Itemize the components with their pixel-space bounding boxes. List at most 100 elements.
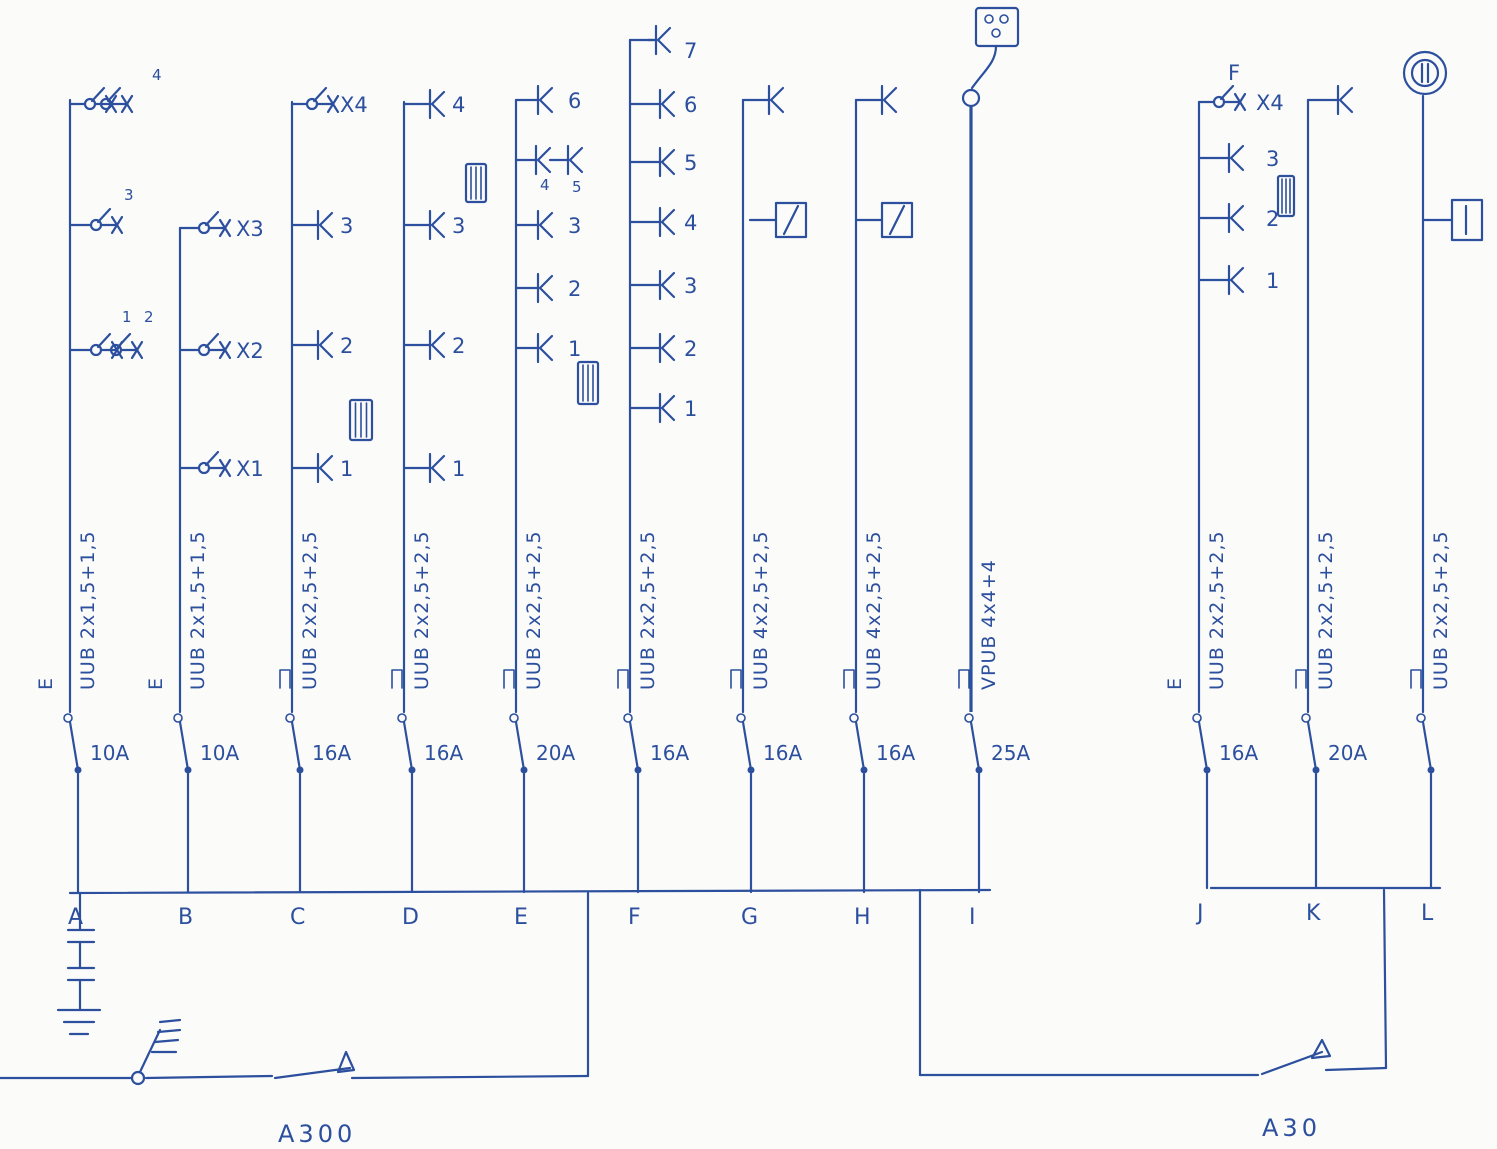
main-switch-lever — [138, 1028, 162, 1074]
loads-h — [854, 84, 914, 239]
boiler-icon — [576, 360, 600, 406]
socket-icon — [402, 452, 446, 484]
earth-mark: E — [35, 677, 57, 690]
cable-label: VPUB 4x4+4 — [978, 559, 1000, 690]
socket-arm — [660, 271, 676, 287]
breaker-terminal-icon — [520, 766, 528, 774]
item-number: F — [1228, 61, 1240, 85]
breaker-rating: 25A — [991, 741, 1030, 765]
breaker-terminal-icon — [63, 713, 73, 723]
bus-letter: H — [854, 905, 871, 930]
secondary-breaker-label: A30 — [1262, 1114, 1321, 1142]
socket-icon — [402, 88, 446, 120]
breaker-rating: 16A — [1219, 741, 1258, 765]
earth-mark: E — [1164, 677, 1186, 690]
breaker-rating: 20A — [536, 741, 575, 765]
breaker-terminal-icon — [1301, 713, 1311, 723]
breaker-terminal-icon — [736, 713, 746, 723]
socket-icon — [290, 209, 334, 241]
round-appliance-icon — [1402, 50, 1448, 96]
socket-arm — [430, 454, 446, 470]
socket-arm — [430, 211, 446, 227]
item-number: 2 — [452, 334, 465, 358]
socket-icon — [514, 84, 554, 116]
breaker-lever — [1421, 720, 1433, 772]
loads-k — [1306, 84, 1354, 116]
bus-letter: G — [741, 905, 758, 930]
socket-arm — [1229, 156, 1245, 172]
switch-lever — [90, 86, 106, 103]
switch-lever — [204, 332, 220, 349]
boiler-icon — [464, 162, 488, 204]
breaker-lever — [628, 720, 640, 772]
item-number: 3 — [452, 214, 465, 238]
switch-lever — [96, 207, 112, 224]
socket-icon — [290, 452, 334, 484]
item-number: 6 — [568, 89, 581, 113]
item-number: 2 — [1266, 207, 1279, 231]
socket-arm — [430, 223, 446, 239]
breaker-terminal-icon — [849, 713, 859, 723]
socket-arm — [318, 466, 334, 482]
earth-icon — [150, 1018, 182, 1054]
breaker-lever — [402, 720, 414, 772]
earth-mark-icon — [503, 669, 515, 689]
cable-label: UUB 4x2,5+2,5 — [863, 530, 885, 690]
socket-arm — [1229, 144, 1245, 160]
socket-arm — [1229, 266, 1245, 282]
breaker-lever — [178, 720, 190, 772]
socket-arm — [1229, 216, 1245, 232]
breaker-terminal-icon — [285, 713, 295, 723]
socket-arm — [536, 158, 552, 174]
socket-arm — [430, 466, 446, 482]
distribution-box-icon — [961, 6, 1020, 108]
main-bus — [68, 886, 1442, 895]
cross — [120, 94, 134, 114]
socket-arm — [1338, 86, 1354, 102]
cooker-icon — [854, 201, 914, 239]
switch-icon — [178, 332, 232, 360]
item-number: 2 — [340, 334, 353, 358]
circuit-i: VPUB 4x4+4 25A — [958, 106, 1030, 894]
cable-label: UUB 2x2,5+2,5 — [411, 530, 433, 690]
socket-icon — [514, 272, 554, 304]
item-number: X3 — [236, 217, 264, 241]
terminal-icon — [130, 1070, 146, 1086]
cable-label: UUB 2x1,5+1,5 — [187, 530, 209, 690]
breaker-lever — [741, 720, 753, 772]
cross — [218, 218, 232, 238]
socket-arm — [318, 223, 334, 239]
socket-arm — [660, 102, 676, 118]
switch-icon — [98, 86, 134, 114]
breaker-lever — [68, 720, 80, 772]
breaker-rating: 16A — [424, 741, 463, 765]
breaker-rating: 16A — [312, 741, 351, 765]
switch-icon — [68, 207, 124, 235]
breaker-terminal-icon — [74, 766, 82, 774]
breaker-terminal-icon — [296, 766, 304, 774]
breaker-terminal-icon — [1427, 766, 1435, 774]
switch-icon — [178, 450, 232, 478]
socket-arm — [318, 211, 334, 227]
breaker-terminal-icon — [634, 766, 642, 774]
breaker-rating: 20A — [1328, 741, 1367, 765]
socket-icon — [628, 392, 676, 424]
socket-icon — [646, 24, 672, 56]
item-number: 3 — [340, 214, 353, 238]
bus-letter: J — [1195, 901, 1204, 926]
earth-mark-icon — [843, 669, 855, 689]
socket-arm — [568, 146, 584, 162]
item-number: 7 — [684, 39, 697, 63]
socket-arm — [538, 86, 554, 102]
socket-arm — [538, 334, 554, 350]
socket-arm — [882, 86, 898, 102]
breaker-rating: 16A — [876, 741, 915, 765]
